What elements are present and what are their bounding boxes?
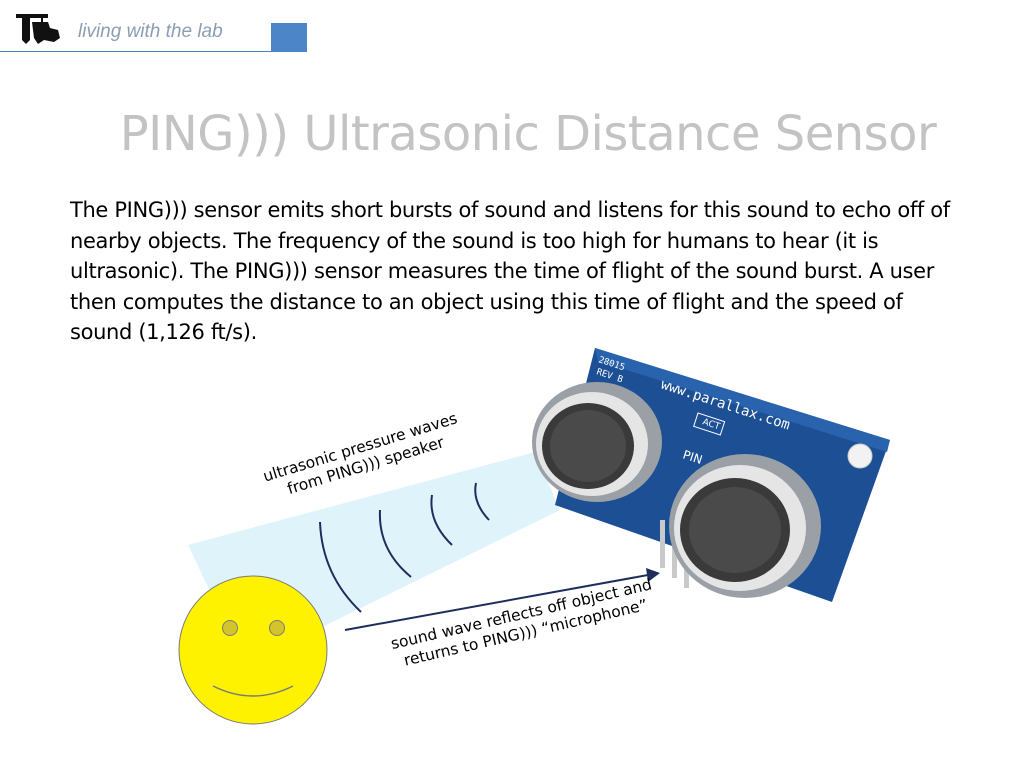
brand-text: living with the lab	[78, 21, 223, 42]
sound-wave-arcs	[319, 482, 490, 613]
sensor-mount-hole	[847, 443, 873, 469]
smiley-face-object	[178, 575, 328, 725]
header-divider	[0, 51, 307, 52]
sound-wave-arc	[319, 521, 362, 613]
slide-title: PING))) Ultrasonic Distance Sensor	[119, 106, 937, 162]
slide-body-text: The PING))) sensor emits short bursts of…	[70, 198, 950, 344]
reflection-arrow	[344, 574, 649, 631]
header-accent-block	[271, 23, 307, 52]
sensor-ping-label: PIN	[681, 448, 704, 467]
university-logo-icon	[16, 14, 60, 44]
sound-wave-arc	[474, 482, 490, 521]
reflection-arrowhead	[646, 568, 660, 582]
face-right-eye	[269, 620, 285, 636]
face-left-eye	[222, 620, 238, 636]
face-circle	[178, 575, 328, 725]
ping-sensor-image: www.parallax.com 28015 REV B ACT PIN	[532, 348, 890, 602]
face-smile	[212, 685, 294, 697]
sound-wave-arc	[430, 494, 453, 546]
sound-wave-arc	[378, 509, 412, 578]
